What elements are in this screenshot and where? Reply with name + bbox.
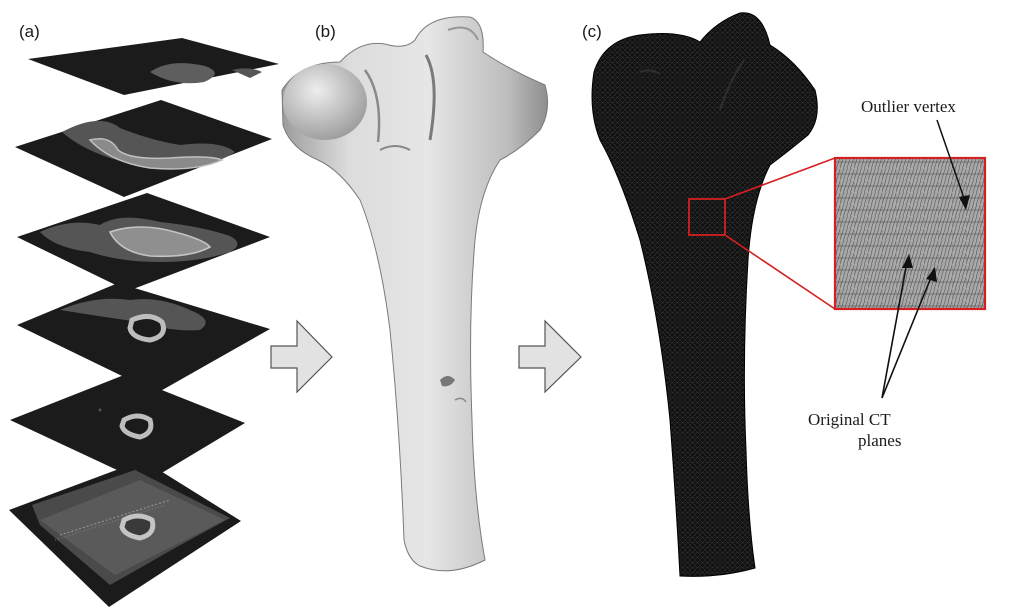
arrow-right-icon bbox=[519, 321, 581, 392]
bone-mesh-model bbox=[592, 13, 817, 577]
panel-label-a: (a) bbox=[19, 22, 40, 41]
panel-label-c: (c) bbox=[582, 22, 602, 41]
ct-slice bbox=[17, 283, 270, 393]
outlier-vertex-label: Outlier vertex bbox=[861, 97, 956, 116]
ct-slice bbox=[28, 38, 279, 95]
bone-surface-model bbox=[282, 17, 548, 571]
ct-slice bbox=[9, 460, 241, 607]
ct-slice-stack bbox=[9, 38, 279, 607]
panel-label-b: (b) bbox=[315, 22, 336, 41]
arrow-right-icon bbox=[271, 321, 332, 392]
ct-planes-label: Original CT bbox=[808, 410, 891, 429]
ct-planes-label-line2: planes bbox=[858, 431, 901, 450]
ct-slice bbox=[15, 100, 272, 197]
ct-slice bbox=[17, 193, 270, 291]
mesh-zoom-inset bbox=[835, 158, 985, 309]
